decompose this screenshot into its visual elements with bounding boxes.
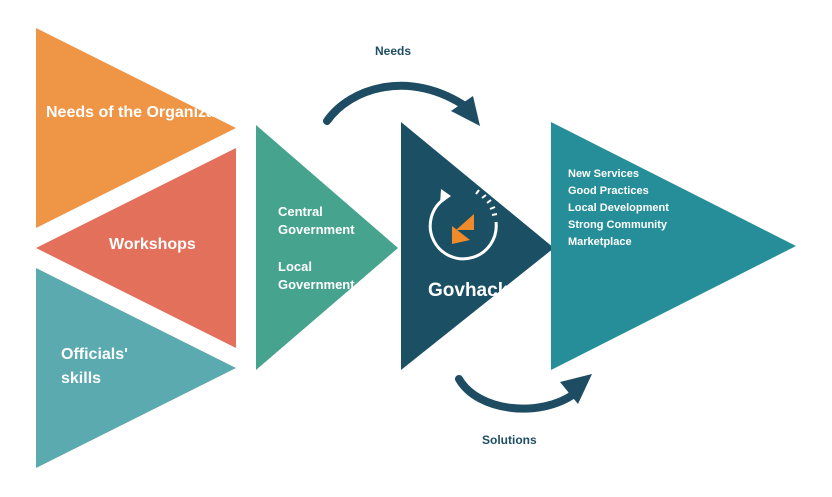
skills-triangle — [36, 268, 236, 468]
needs-flow-label: Needs — [375, 44, 412, 58]
output-item: Strong Community — [568, 219, 667, 231]
workshops-label-text: Workshops — [109, 236, 196, 253]
workshops-label: Workshops — [109, 233, 196, 257]
outputs-triangle — [551, 122, 796, 370]
skills-label-text: Officials' skills — [61, 346, 128, 387]
output-item: Local Development — [568, 202, 669, 214]
output-item: New Services — [568, 168, 639, 180]
solutions-flow-label: Solutions — [482, 433, 537, 447]
outputs-list: New Services Good Practices Local Develo… — [568, 166, 669, 251]
skills-label: Officials' skills — [61, 343, 161, 391]
local-government-label: Local Government — [278, 259, 355, 292]
government-triangle — [256, 125, 398, 370]
needs-arrow — [323, 81, 480, 126]
solutions-arrow — [455, 374, 592, 413]
needs-triangle — [36, 28, 236, 228]
govhack-triangle — [401, 122, 554, 370]
govhack-logo-icon — [428, 189, 498, 261]
needs-label: Needs of the Organizations — [46, 101, 253, 125]
output-item: Good Practices — [568, 185, 649, 197]
workshops-triangle — [36, 148, 236, 348]
central-government-label: Central Government — [278, 204, 355, 237]
needs-label-text: Needs of the Organizations — [46, 104, 254, 121]
govhack-title: Govhack — [428, 280, 509, 301]
output-item: Marketplace — [568, 236, 632, 248]
